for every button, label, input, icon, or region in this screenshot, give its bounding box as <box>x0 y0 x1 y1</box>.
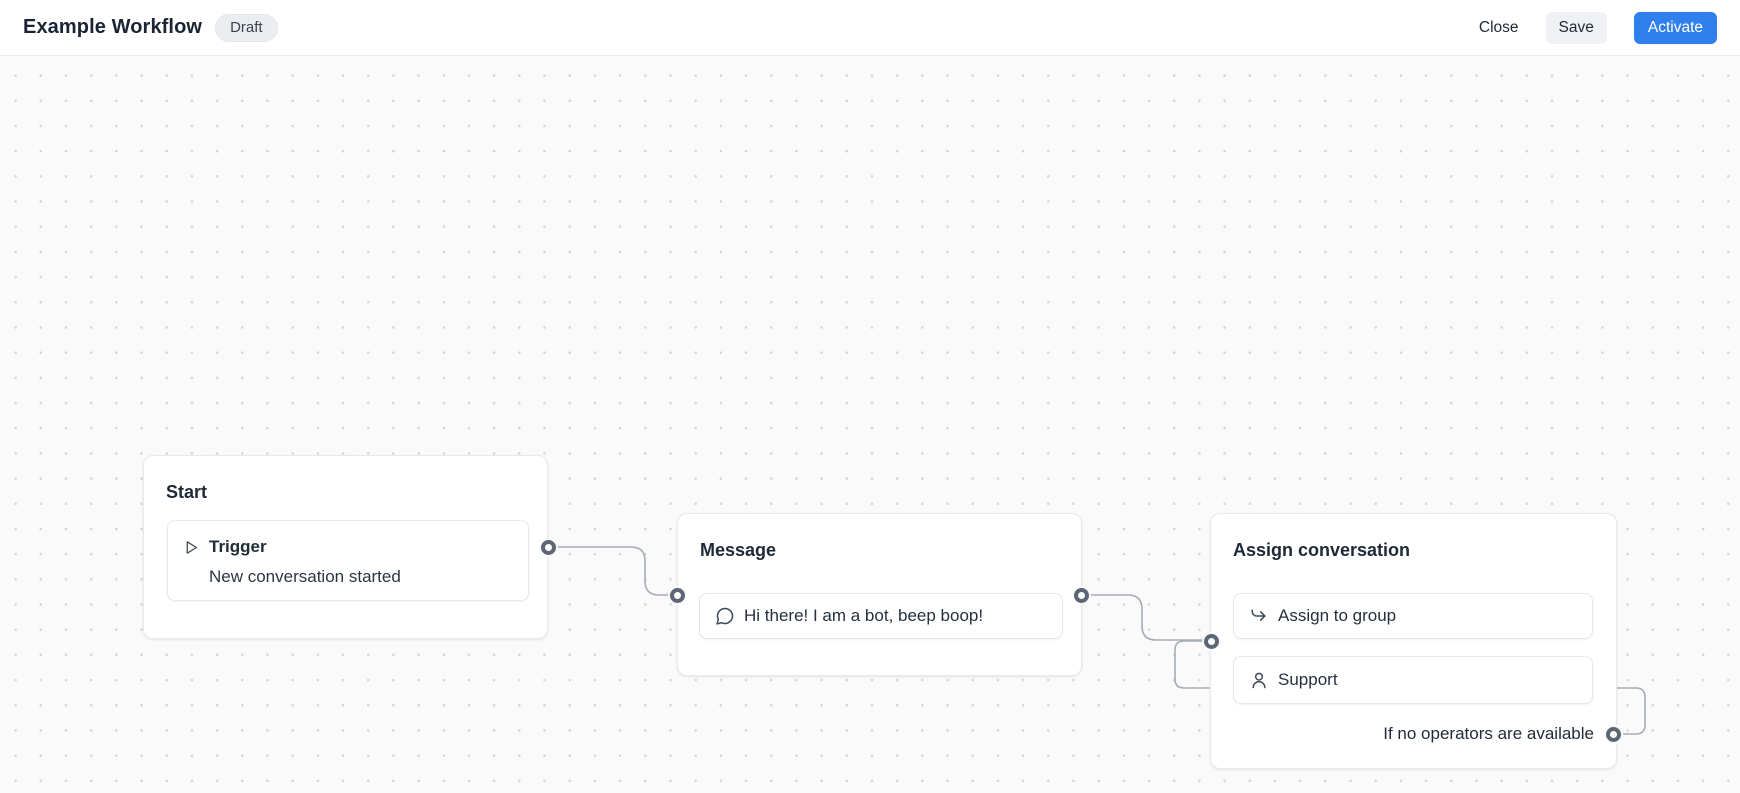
port-assign-input[interactable] <box>1203 633 1219 649</box>
topbar: Example Workflow Draft Close Save Activa… <box>0 0 1740 56</box>
port-no-operators-output[interactable] <box>1605 726 1621 742</box>
node-message[interactable]: Message Hi there! I am a bot, beep boop! <box>677 513 1082 676</box>
activate-button[interactable]: Activate <box>1633 11 1717 44</box>
message-text-item[interactable]: Hi there! I am a bot, beep boop! <box>699 593 1063 639</box>
node-assign-conversation[interactable]: Assign conversation Assign to group Supp… <box>1210 513 1617 769</box>
play-icon <box>186 541 198 554</box>
node-message-title: Message <box>700 540 777 560</box>
close-button[interactable]: Close <box>1478 18 1519 36</box>
trigger-item-text: Trigger New conversation started <box>209 532 401 592</box>
status-badge: Draft <box>215 13 278 42</box>
node-start[interactable]: Start Trigger New conversation started <box>143 455 548 639</box>
port-message-output[interactable] <box>1073 587 1089 603</box>
workflow-title: Example Workflow <box>23 16 203 38</box>
edge-message-to-assign[interactable] <box>1081 594 1204 641</box>
message-text: Hi there! I am a bot, beep boop! <box>744 606 984 625</box>
node-assign-title: Assign conversation <box>1233 540 1411 560</box>
assign-arrow-icon <box>1251 609 1266 621</box>
edge-start-to-message[interactable] <box>548 546 670 596</box>
port-start-output[interactable] <box>540 539 556 555</box>
topbar-actions: Close Save Activate <box>1478 11 1717 44</box>
assign-group-support-item[interactable]: Support <box>1233 656 1593 704</box>
chat-bubble-icon <box>716 607 734 625</box>
trigger-description: New conversation started <box>209 567 401 586</box>
port-message-input[interactable] <box>669 587 685 603</box>
no-operators-label: If no operators are available <box>1383 724 1594 743</box>
workflow-canvas[interactable] <box>0 56 1740 793</box>
support-group-label: Support <box>1278 670 1338 689</box>
trigger-label: Trigger <box>209 537 267 556</box>
assign-to-group-label: Assign to group <box>1278 606 1397 625</box>
save-button[interactable]: Save <box>1545 11 1607 44</box>
assign-to-group-item[interactable]: Assign to group <box>1233 593 1593 639</box>
node-start-title: Start <box>166 482 208 502</box>
person-icon <box>1252 672 1266 689</box>
trigger-item[interactable]: Trigger New conversation started <box>167 520 529 601</box>
